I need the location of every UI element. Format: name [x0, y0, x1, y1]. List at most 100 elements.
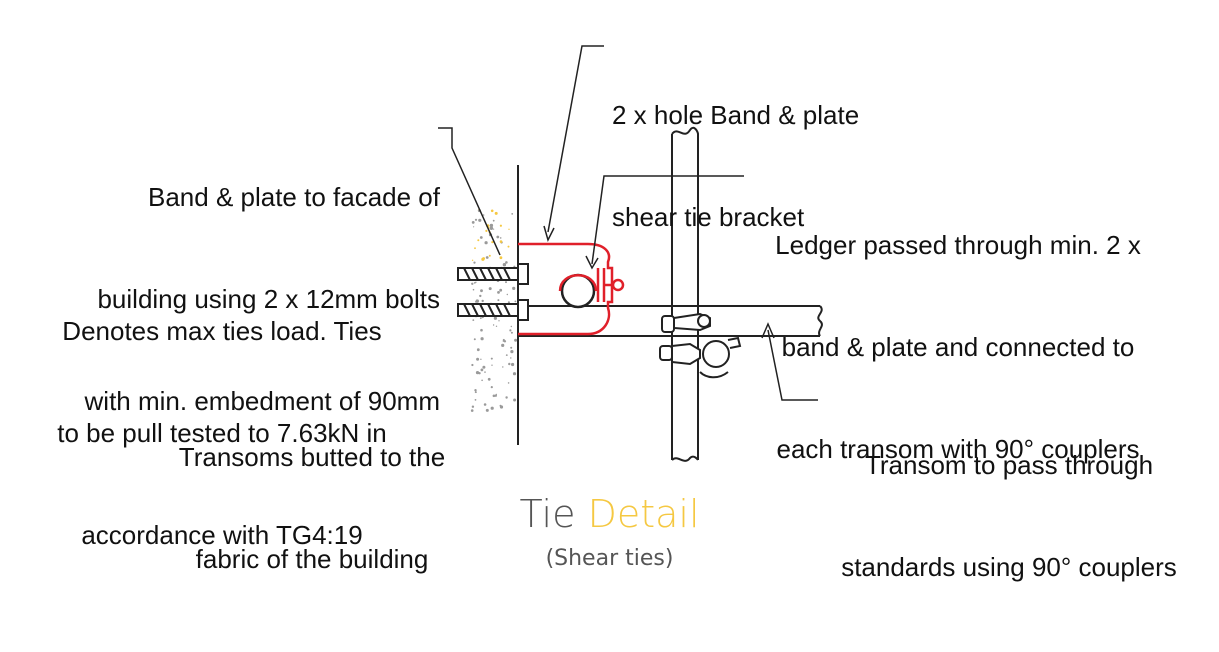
concrete-speckle — [491, 241, 494, 244]
concrete-speckle — [485, 229, 488, 232]
concrete-speckle — [479, 294, 482, 298]
lower-bolt — [457, 299, 529, 321]
concrete-speckle — [508, 228, 510, 230]
concrete-speckle — [472, 288, 475, 291]
concrete-speckle — [495, 393, 497, 396]
lower-coupler — [659, 336, 742, 379]
concrete-speckle — [475, 300, 477, 303]
concrete-speckle — [495, 325, 498, 327]
concrete-speckle — [489, 223, 494, 228]
concrete-speckle — [485, 256, 489, 259]
concrete-speckle — [485, 408, 489, 412]
concrete-speckle — [478, 372, 481, 375]
concrete-speckle — [482, 365, 486, 369]
concrete-speckle — [480, 358, 482, 360]
concrete-speckle — [481, 257, 485, 261]
concrete-speckle — [499, 288, 503, 292]
concrete-speckle — [471, 282, 474, 285]
concrete-speckle — [478, 218, 482, 222]
concrete-speckle — [471, 405, 475, 408]
leader-lines — [438, 45, 818, 401]
label-ledger-line2: band & plate and connected to — [781, 332, 1135, 362]
concrete-speckle — [506, 293, 508, 296]
concrete-speckle — [473, 338, 476, 341]
anchor-bolts — [457, 263, 529, 321]
concrete-speckle — [499, 237, 502, 239]
label-ledger: Ledger passed through min. 2 x band & pl… — [738, 160, 1178, 534]
label-ledger-line1: Ledger passed through min. 2 x — [775, 230, 1141, 260]
concrete-speckle — [482, 214, 485, 216]
concrete-speckle — [505, 281, 507, 284]
concrete-speckle — [490, 357, 493, 360]
concrete-speckle — [514, 338, 518, 342]
concrete-speckle — [492, 324, 495, 326]
label-bracket-line2: shear tie bracket — [612, 202, 805, 232]
concrete-speckle — [497, 291, 500, 294]
concrete-speckle — [498, 320, 500, 322]
concrete-speckle — [493, 228, 495, 230]
concrete-speckle — [476, 357, 480, 361]
concrete-speckle — [473, 261, 476, 264]
label-transom: Transom to pass through standards using … — [804, 380, 1214, 652]
concrete-speckle — [512, 286, 516, 290]
label-ties-line2: to be pull tested to 7.63kN in — [57, 418, 387, 448]
concrete-speckle — [505, 354, 508, 356]
concrete-speckle — [502, 366, 504, 368]
label-facade: Band & plate to facade of building using… — [34, 112, 440, 486]
leader-transom — [767, 329, 818, 401]
concrete-speckle — [499, 405, 504, 409]
concrete-speckle — [488, 287, 492, 291]
concrete-speckle — [480, 328, 483, 332]
upper-coupler — [661, 312, 711, 333]
label-ties: Denotes max ties load. Ties to be pull t… — [22, 246, 422, 620]
concrete-speckle — [490, 209, 494, 213]
concrete-speckle — [490, 386, 493, 389]
concrete-speckle — [511, 213, 514, 215]
concrete-speckle — [488, 254, 491, 257]
concrete-texture — [470, 208, 518, 412]
label-bracket-line1: 2 x hole Band & plate — [612, 100, 860, 130]
upper-bolt — [457, 263, 529, 285]
concrete-speckle — [492, 219, 495, 222]
concrete-speckle — [481, 299, 484, 303]
concrete-speckle — [476, 348, 480, 352]
concrete-speckle — [510, 325, 512, 328]
concrete-speckle — [492, 394, 496, 398]
concrete-speckle — [510, 346, 513, 349]
concrete-speckle — [479, 236, 483, 239]
concrete-speckle — [507, 382, 510, 384]
tie-detail-drawing — [438, 45, 823, 462]
title-word-tie: Tie — [519, 492, 576, 536]
concrete-speckle — [475, 371, 480, 375]
concrete-speckle — [484, 371, 486, 373]
concrete-speckle — [513, 398, 517, 402]
concrete-speckle — [499, 256, 503, 260]
concrete-speckle — [510, 362, 515, 367]
label-ties-line3: accordance with TG4:19 — [81, 520, 363, 550]
concrete-speckle — [477, 239, 480, 242]
concrete-speckle — [501, 343, 505, 347]
tie-detail-diagram: 2 x hole Band & plate shear tie bracket … — [0, 30, 1219, 582]
concrete-speckle — [483, 403, 487, 406]
concrete-speckle — [473, 226, 475, 228]
leader-ledger — [591, 175, 744, 265]
concrete-speckle — [496, 235, 500, 239]
concrete-speckle — [497, 299, 500, 302]
concrete-speckle — [472, 319, 475, 321]
concrete-speckle — [510, 350, 514, 354]
label-butted: Transoms butted to the fabric of the bui… — [144, 372, 480, 644]
concrete-speckle — [474, 218, 478, 221]
concrete-speckle — [502, 263, 507, 267]
label-bracket: 2 x hole Band & plate shear tie bracket — [612, 30, 859, 302]
label-ties-line1: Denotes max ties load. Ties — [62, 316, 382, 346]
concrete-speckle — [502, 338, 505, 341]
label-transom-line1: Transom to pass through — [864, 450, 1154, 480]
leader-bracket — [547, 45, 604, 233]
leader-facade — [438, 127, 501, 256]
diagram-title: Tie Detail — [0, 492, 1219, 536]
concrete-speckle — [471, 221, 475, 224]
standard-tube — [671, 126, 699, 462]
concrete-speckle — [505, 261, 508, 264]
concrete-speckle — [479, 317, 482, 320]
label-butted-line1: Transoms butted to the — [178, 442, 446, 472]
